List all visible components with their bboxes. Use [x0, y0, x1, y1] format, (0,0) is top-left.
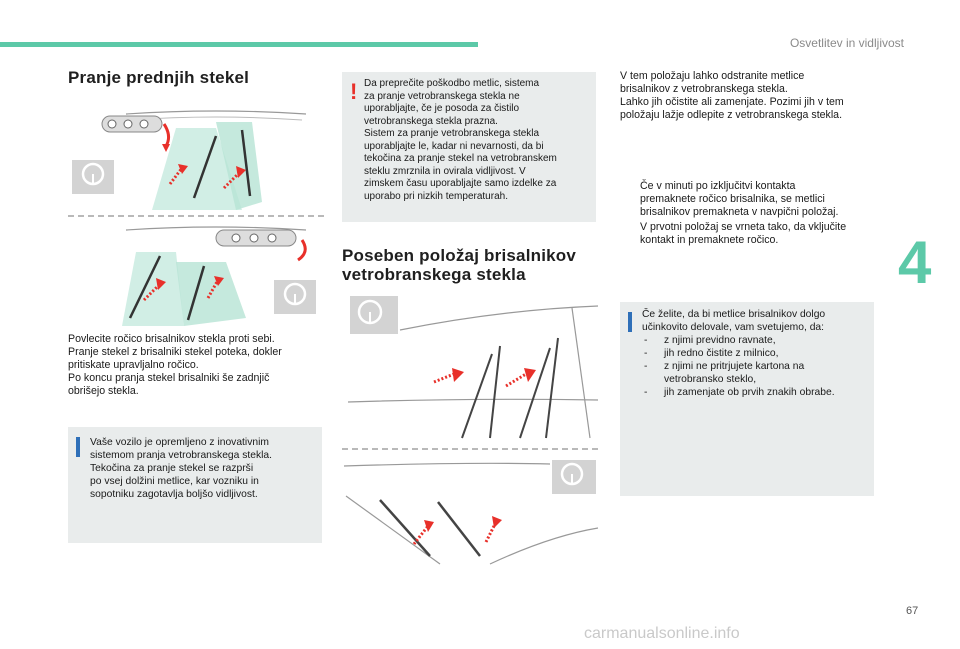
paragraph-line: pritiskate upravljalno ročico. [68, 359, 199, 371]
wiper-blade-icon [192, 135, 218, 199]
wiper-blade-icon [437, 501, 481, 557]
special-position-steps: Če v minuti po izključitvi kontakta prem… [620, 180, 880, 249]
figure-special-position-1 [340, 290, 600, 440]
motion-arrow-icon [524, 368, 536, 382]
info-box-text: Vaše vozilo je opremljeno z inovativnim … [90, 436, 316, 501]
figure-divider [68, 215, 324, 217]
paragraph-line: Lahko jih očistite ali zamenjate. Pozimi… [620, 96, 844, 108]
info-line: z njimi ne pritrjujete kartona na [664, 361, 805, 372]
watermark: carmanualsonline.info [584, 625, 740, 642]
figure-special-position-2 [340, 456, 600, 566]
special-position-intro: V tem položaju lahko odstranite metlice … [620, 70, 880, 122]
steering-wheel-icon [350, 296, 398, 334]
list-item: - jih redno čistite z milnico, [642, 347, 870, 360]
info-line: po vsej dolžini metlice, kar vozniku in [90, 476, 259, 487]
warning-box-wiper-damage: ! Da preprečite poškodbo metlic, sistema… [342, 72, 596, 222]
section-title-line: Poseben položaj brisalnikov [342, 246, 577, 265]
windscreen-illustration-4 [343, 460, 599, 565]
motion-arrow-icon [452, 368, 464, 382]
figure-front-washing-1 [66, 106, 326, 212]
front-washing-paragraph: Povlecite ročico brisalnikov stekla prot… [68, 333, 320, 398]
motion-arrow-icon [156, 278, 166, 290]
info-box-wiper-care: Če želite, da bi metlice brisalnikov dol… [620, 302, 874, 496]
steering-wheel-icon [552, 460, 596, 494]
motion-arrow-icon [214, 276, 224, 286]
list-item: - z njimi previdno ravnate, [642, 334, 870, 347]
info-line: sistemom pranja vetrobranskega stekla. [90, 450, 272, 461]
motion-arrow-icon [492, 516, 502, 528]
wiper-blade-icon [240, 129, 252, 197]
motion-arrow-icon [178, 164, 188, 174]
windscreen-illustration-1 [72, 110, 307, 210]
section-title-special-position: Poseben položaj brisalnikov vetrobranske… [342, 246, 576, 284]
warning-box-text: Da preprečite poškodbo metlic, sistema z… [364, 78, 592, 203]
dash-bullet: - [644, 335, 648, 346]
paragraph-line: položaju lažje odlepite z vetrobranskega… [620, 109, 843, 121]
info-box-washing-system: Vaše vozilo je opremljeno z inovativnim … [68, 427, 322, 543]
steering-wheel-icon [274, 280, 316, 314]
dash-bullet: - [644, 348, 648, 359]
motion-arrow-icon [424, 520, 434, 532]
info-line: jih zamenjate ob prvih znakih obrabe. [664, 387, 835, 398]
warning-line: uporabo pri nizkih temperaturah. [364, 190, 508, 202]
bullet-line: premaknete ročico brisalnika, se metlici [640, 193, 825, 205]
warning-line: Sistem za pranje vetrobranskega stekla [364, 128, 540, 139]
bullet-line: brisalnikov premakneta v navpični položa… [640, 206, 839, 218]
wiper-stalk-icon [215, 229, 297, 247]
page-number: 67 [906, 605, 919, 617]
wiper-blade-icon [545, 337, 559, 439]
info-line: jih redno čistite z milnico, [664, 348, 779, 359]
section-title-line: vetrobranskega stekla [342, 265, 526, 284]
steering-wheel-icon [72, 160, 114, 194]
warning-line: steklu zmrznila in ovirala vidljivost. V [364, 165, 526, 177]
warning-line: za pranje vetrobranskega stekla ne [364, 90, 520, 102]
windscreen-illustration-2 [122, 226, 316, 326]
dash-bullet: - [644, 387, 648, 398]
info-line: Tekočina za pranje stekel se razprši [90, 463, 254, 474]
wiper-blade-icon [128, 255, 162, 319]
warning-line: tekočina za pranje stekel na vetrobransk… [364, 153, 557, 164]
windscreen-illustration-3 [347, 296, 599, 439]
bullet-line: V prvotni položaj se vrneta tako, da vkl… [640, 221, 847, 233]
paragraph-line: obrišejo stekla. [68, 385, 139, 397]
info-box-text: Če želite, da bi metlice brisalnikov dol… [642, 308, 870, 399]
dash-bullet: - [644, 361, 648, 372]
bullet-line: Če v minuti po izključitvi kontakta [640, 180, 796, 192]
paragraph-line: V tem položaju lahko odstranite metlice [620, 70, 805, 82]
warning-line: vetrobranskega stekla prazna. [364, 115, 498, 127]
wiper-blade-icon [489, 345, 501, 439]
list-item: - z njimi ne pritrjujete kartona na vetr… [642, 360, 870, 386]
section-title-front-washing: Pranje prednjih stekel [68, 68, 250, 87]
warning-line: uporabljajte, če je posoda za čistilo [364, 103, 520, 114]
figure-front-washing-2 [66, 222, 326, 326]
wiper-blade-icon [379, 499, 431, 557]
list-item: - jih zamenjate ob prvih znakih obrabe. [642, 386, 870, 399]
chapter-title: Osvetlitev in vidljivost [789, 36, 904, 50]
warning-line: zimskem času uporabljajte samo izdelke z… [364, 178, 557, 189]
paragraph-line: Po koncu pranja stekel brisalniki še zad… [68, 372, 270, 384]
motion-arrow-icon [236, 166, 246, 178]
header-accent-bar [0, 42, 478, 47]
figure-divider [342, 448, 598, 450]
warning-line: Da preprečite poškodbo metlic, sistema [364, 78, 540, 89]
paragraph-line: Povlecite ročico brisalnikov stekla prot… [68, 333, 275, 345]
info-icon [628, 312, 632, 332]
list-item: V prvotni položaj se vrneta tako, da vkl… [620, 221, 880, 247]
info-line: vetrobransko steklo, [664, 374, 757, 385]
info-line: sopotniku zagotavlja boljšo vidljivost. [90, 489, 258, 500]
paragraph-line: brisalnikov z vetrobranskega stekla. [620, 83, 788, 95]
info-line: učinkovito delovale, vam svetujemo, da: [642, 322, 825, 333]
wiper-stalk-icon [101, 115, 163, 133]
wiper-blade-icon [186, 265, 206, 321]
chapter-number: 4 [898, 229, 932, 296]
bullet-line: kontakt in premaknete ročico. [640, 234, 779, 246]
info-icon [76, 437, 80, 457]
info-line: Vaše vozilo je opremljeno z inovativnim [90, 437, 269, 448]
info-line: z njimi previdno ravnate, [664, 335, 776, 346]
warning-icon: ! [350, 79, 358, 104]
info-line: Če želite, da bi metlice brisalnikov dol… [642, 309, 826, 320]
warning-line: uporabljajte le, kadar ni nevarnosti, da… [364, 140, 544, 152]
list-item: Če v minuti po izključitvi kontakta prem… [620, 180, 880, 219]
paragraph-line: Pranje stekel z brisalniki stekel poteka… [68, 346, 282, 358]
